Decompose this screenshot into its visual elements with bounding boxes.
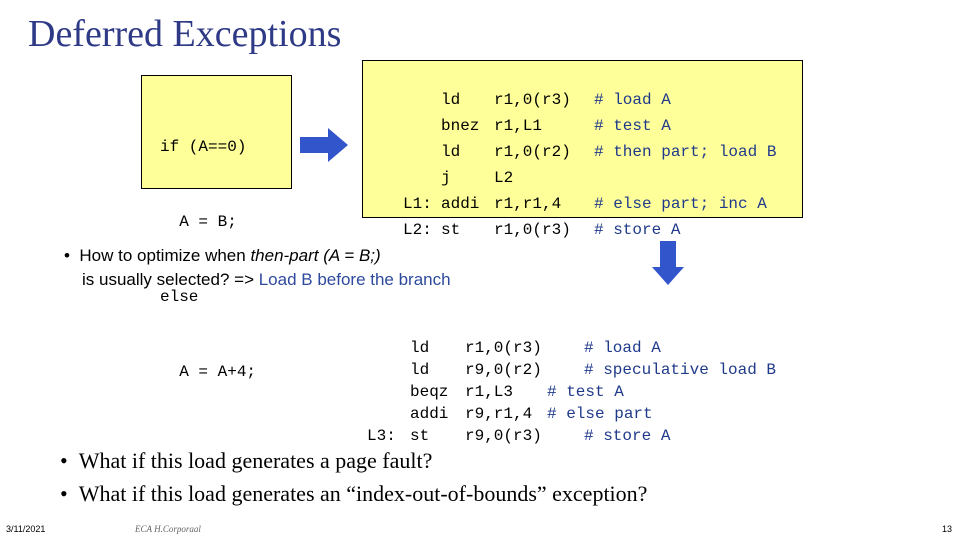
- arrow-right-icon: [300, 128, 348, 162]
- bullet-optimize: • How to optimize when then-part (A = B;…: [64, 246, 381, 265]
- slide-title: Deferred Exceptions: [28, 13, 342, 55]
- source-line: if (A==0): [160, 138, 247, 156]
- bullet-page-fault: • What if this load generates a page fau…: [60, 448, 433, 473]
- page-number: 13: [942, 524, 953, 534]
- bullet-dot: •: [60, 448, 79, 473]
- footer-date: 3/11/2021: [6, 524, 46, 534]
- bullet-dot: •: [64, 246, 80, 265]
- source-code: if (A==0) A = B; else A = A+4;: [160, 85, 256, 435]
- footer-author: ECA H.Corporaal: [135, 524, 201, 534]
- arrow-down-icon: [652, 241, 684, 285]
- source-line: else: [160, 288, 199, 306]
- bullet-dot: •: [60, 481, 79, 506]
- bullet-optimize-line2: is usually selected? => Load B before th…: [82, 270, 451, 289]
- source-line: A = B;: [160, 213, 237, 231]
- source-code-box: if (A==0) A = B; else A = A+4;: [141, 75, 292, 381]
- source-line: A = A+4;: [160, 363, 257, 381]
- answer-text: Load B before the branch: [258, 270, 451, 289]
- bullet-index-exception: • What if this load generates an “index-…: [60, 481, 648, 506]
